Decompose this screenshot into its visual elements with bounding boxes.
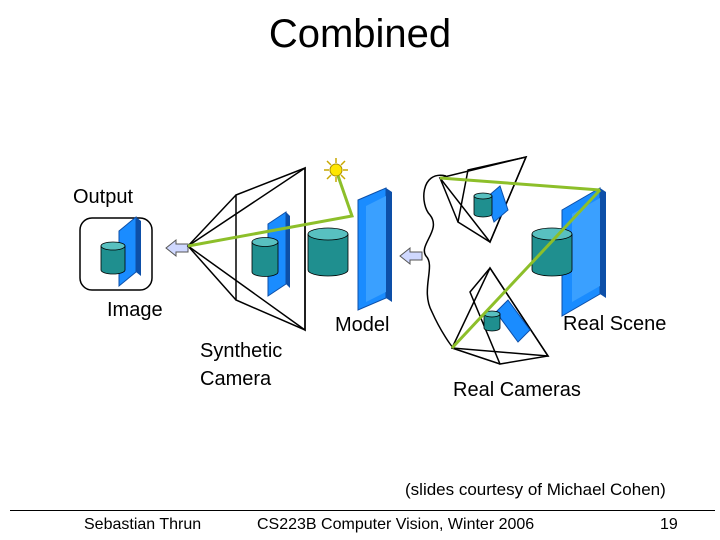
- real-camera-2-icon: [450, 266, 550, 365]
- real-camera-1-icon: [438, 155, 528, 244]
- slide-title: Combined: [268, 12, 452, 56]
- real-scene-label: Real Scene: [563, 313, 667, 335]
- synthetic-ray-line: [187, 169, 354, 248]
- model-icon: [307, 187, 392, 311]
- footer-course: CS223B Computer Vision, Winter 2006: [257, 516, 535, 533]
- arrow-to-output-icon: [165, 238, 189, 258]
- output-image-icon: [79, 215, 153, 291]
- model-label: Model: [335, 314, 390, 336]
- footer-author: Sebastian Thrun: [84, 516, 202, 533]
- page-number: 19: [660, 516, 678, 533]
- footer-divider: [10, 510, 715, 511]
- real-scene-icon: [531, 187, 606, 317]
- synthetic-camera-label-line-2: Camera: [200, 368, 272, 390]
- real-camera-2-panel-icon: [483, 299, 531, 343]
- synthetic-camera-label: Synthetic Camera: [200, 337, 282, 393]
- synthetic-camera-label-line-1: Synthetic: [200, 340, 283, 362]
- credit-note: (slides courtesy of Michael Cohen): [405, 480, 666, 499]
- arrow-to-model-icon: [399, 246, 423, 266]
- real-cameras-label: Real Cameras: [453, 379, 581, 401]
- image-label: Image: [107, 299, 163, 321]
- real-camera-2-ray-line: [450, 188, 602, 350]
- real-camera-1-panel-icon: [473, 185, 509, 223]
- synthetic-camera-panel-icon: [251, 211, 290, 297]
- real-camera-1-ray-line: [439, 176, 601, 192]
- output-label: Output: [73, 186, 134, 208]
- light-bulb-icon: [324, 158, 348, 182]
- cameras-bracket-line: [423, 174, 455, 349]
- synthetic-camera-icon: [186, 166, 306, 332]
